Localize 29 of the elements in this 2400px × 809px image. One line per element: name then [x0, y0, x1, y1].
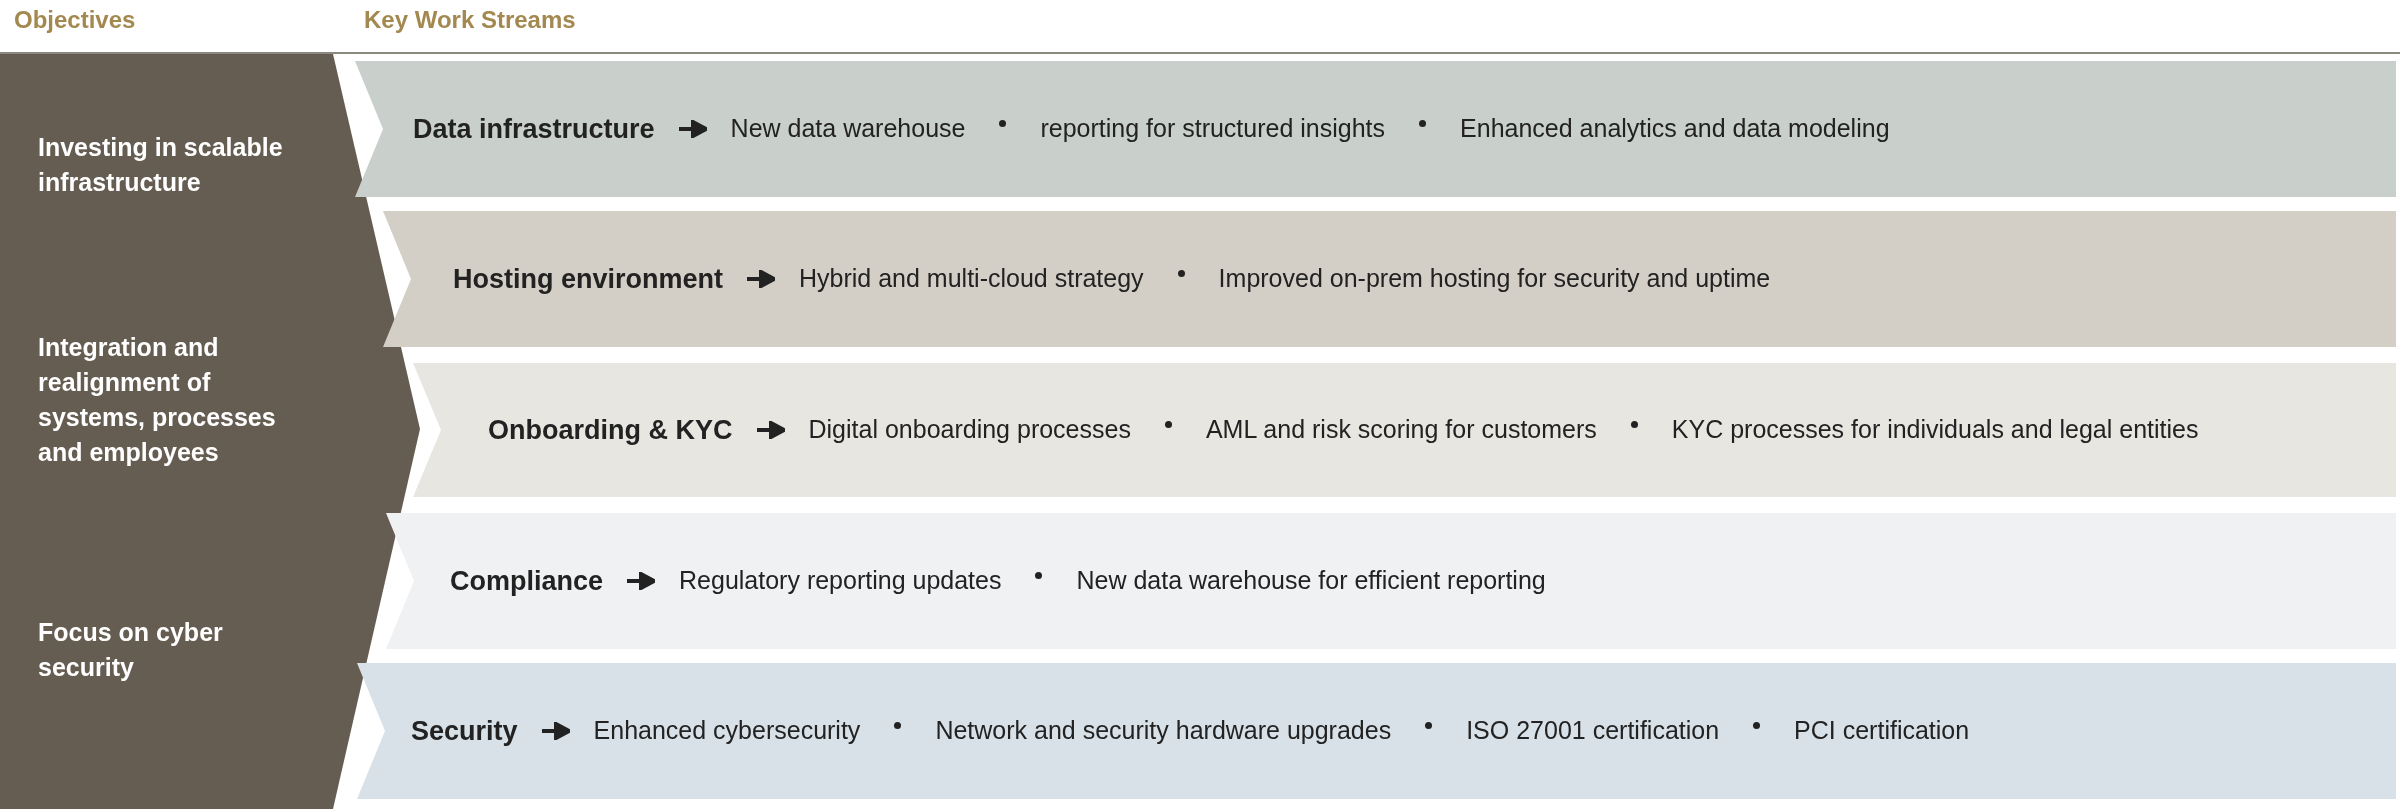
stream-title: Compliance	[450, 564, 604, 598]
stream-item: Improved on-prem hosting for security and uptime	[1218, 263, 1771, 295]
stream-item: Network and security hardware upgrades	[935, 715, 1392, 747]
stream-item: KYC processes for individuals and legal entities	[1671, 414, 2199, 446]
stream-item: Enhanced analytics and data modeling	[1460, 113, 1890, 145]
stream-item: PCI certification	[1794, 715, 1970, 747]
work-stream-band	[413, 363, 2396, 497]
work-stream-band	[383, 211, 2396, 347]
stream-item: Regulatory reporting updates	[679, 565, 1002, 597]
stream-item: ISO 27001 certification	[1466, 715, 1720, 747]
column-header: Objectives	[14, 5, 136, 35]
stream-item: reporting for structured insights	[1040, 113, 1386, 145]
stream-item: Enhanced cybersecurity	[593, 715, 861, 747]
stream-item: AML and risk scoring for customers	[1205, 414, 1597, 446]
stream-title: Onboarding & KYC	[488, 413, 733, 447]
stream-item: New data warehouse	[730, 113, 966, 145]
stream-title: Hosting environment	[453, 262, 723, 296]
objective-text: Integration and realignment of systems, processes and employees	[38, 332, 277, 468]
work-stream-band	[355, 61, 2396, 197]
objective-text: Focus on cyber security	[38, 617, 224, 683]
stream-item: New data warehouse for efficient reporting	[1076, 565, 1546, 597]
work-stream-band	[357, 663, 2396, 799]
stream-item: Digital onboarding processes	[808, 414, 1131, 446]
stream-title: Data infrastructure	[413, 112, 655, 146]
stream-title: Security	[411, 714, 518, 748]
column-header: Key Work Streams	[364, 5, 576, 35]
stream-item: Hybrid and multi-cloud strategy	[799, 263, 1144, 295]
work-stream-band	[386, 513, 2396, 649]
objective-text: Investing in scalable infrastructure	[38, 132, 284, 198]
